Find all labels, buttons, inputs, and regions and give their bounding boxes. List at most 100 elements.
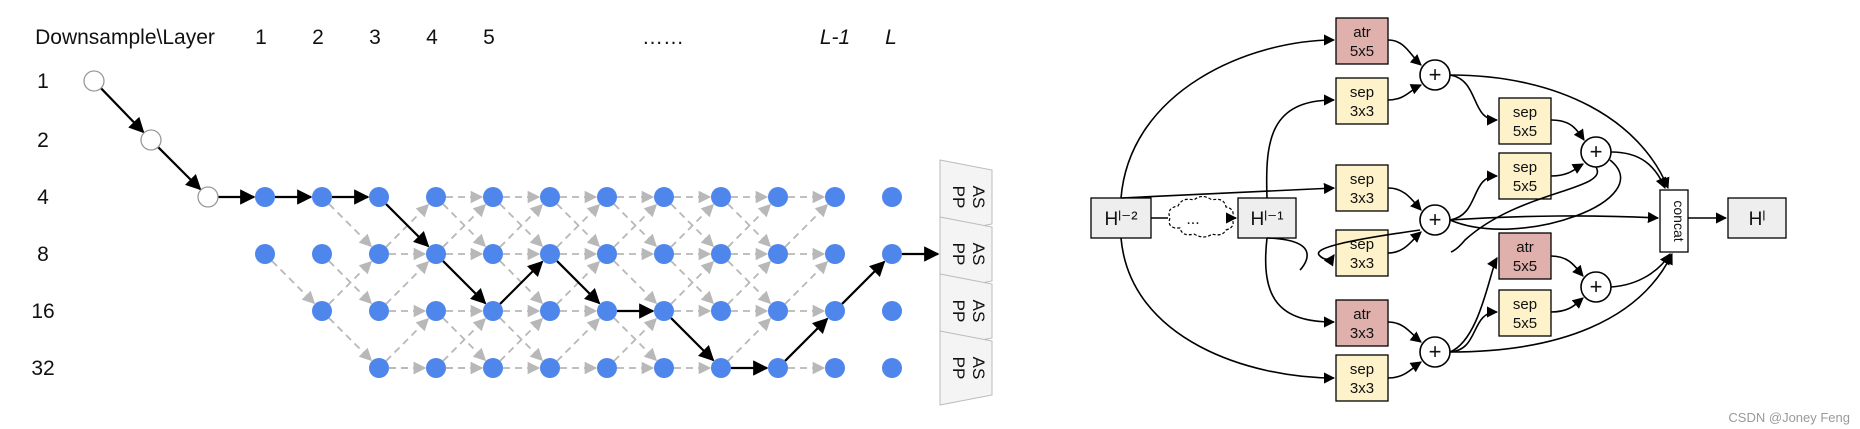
cell-edge [1450,166,1599,253]
path-edge-inactive [613,203,658,248]
grid-node [711,244,731,264]
op-atr5a-line2: 5x5 [1350,43,1374,60]
layer-label: L [885,26,897,49]
op-sep3a-line1: sep [1350,84,1374,101]
grid-node [255,244,275,264]
plus-3-sign: + [1590,139,1603,164]
op-sep5b-line2: 5x5 [1513,178,1537,195]
path-edge-inactive [784,203,829,248]
layer-label: 4 [426,26,438,49]
downsample-label: 1 [37,70,49,93]
edge-plus1-sep5a [1449,74,1499,126]
grid-node [768,301,788,321]
grid-node [426,301,446,321]
path-edge-active [100,87,145,134]
edge-plus3-concat [1610,151,1667,190]
grid-node [540,187,560,207]
edge-sep5c-plus4 [1550,297,1584,313]
input-h-l2-label: Hˡ⁻² [1104,209,1137,230]
grid-node [825,244,845,264]
op-sep3b-line1: sep [1350,171,1374,188]
grid-node [312,301,332,321]
op-sep3a [1335,77,1389,125]
path-edge-active [442,260,487,305]
op-sep5a [1498,97,1552,145]
path-edge-inactive [271,260,316,305]
grid-node [540,301,560,321]
path-edge-active [499,260,544,305]
path-edge-inactive [328,260,373,305]
grid-node [597,187,617,207]
grid-node [711,301,731,321]
op-sep3d [1335,354,1389,402]
op-atr5a [1335,17,1389,65]
grid-node [483,187,503,207]
grid-node [426,244,446,264]
path-edge-inactive [613,317,658,362]
grid-node [426,358,446,378]
path-edge-inactive [442,317,487,362]
grid-node [483,244,503,264]
grid-node [369,358,389,378]
cloud-ellipsis: ... [1186,211,1199,228]
downsample-label: 32 [31,357,54,380]
edge-h2-sep3b [1120,182,1336,199]
watermark: CSDN @Joney Feng [1728,410,1850,425]
grid-node [882,301,902,321]
edge-sep3a-plus1 [1387,84,1423,101]
path-edge-inactive [499,203,544,248]
plus-1-sign: + [1429,62,1442,87]
grid-node [426,187,446,207]
path-edge-inactive [385,260,430,305]
op-sep3c-line2: 3x3 [1350,255,1374,272]
grid-node [825,358,845,378]
grid-node [768,244,788,264]
path-edge-active [556,260,601,305]
grid-node [882,358,902,378]
grid-node [483,301,503,321]
grid-node [654,244,674,264]
grid-node [312,187,332,207]
grid-node [654,358,674,378]
plus-4-sign: + [1590,274,1603,299]
aspp-block [939,159,993,235]
op-atr5b [1498,232,1552,280]
op-sep5a-line2: 5x5 [1513,123,1537,140]
grid-node [369,244,389,264]
concat-label: concat [1671,200,1687,241]
path-edge-inactive [727,317,772,362]
edge-h2-atr5a [1120,34,1336,199]
grid-node [540,358,560,378]
path-edge-inactive [670,260,715,305]
grid-node [255,187,275,207]
layer-label: L-1 [820,26,850,49]
edge-plus4-concat [1610,253,1671,288]
layer-label: 5 [483,26,495,49]
path-edge-active [385,203,430,248]
cell-edge [1266,237,1308,271]
edge-sep3c-in [1317,229,1421,267]
op-sep3a-line2: 3x3 [1350,103,1374,120]
op-sep3c [1335,229,1389,277]
aspp-label: ASPP [949,300,988,323]
edge-h1-atr3 [1264,237,1336,328]
layer-label: 1 [255,26,267,49]
grid-header-label: Downsample\Layer [35,26,215,49]
input-h-l1 [1237,197,1297,239]
edge-plus5-concat [1449,252,1673,353]
layer-label: …… [642,26,684,49]
edge-h2-sep3d [1120,237,1336,384]
edge-plus2-concat [1449,211,1660,224]
downsample-label: 16 [31,300,54,323]
cloud-icon [1168,195,1234,238]
op-atr5b-line1: atr [1516,239,1534,256]
path-edge-inactive [784,260,829,305]
grid-node [654,187,674,207]
edge-sep5b-plus3 [1550,163,1584,177]
output-h-l [1727,197,1787,239]
grid-node [882,187,902,207]
grid-node [597,301,617,321]
path-edge-inactive [328,203,373,248]
path-edge-inactive [556,203,601,248]
